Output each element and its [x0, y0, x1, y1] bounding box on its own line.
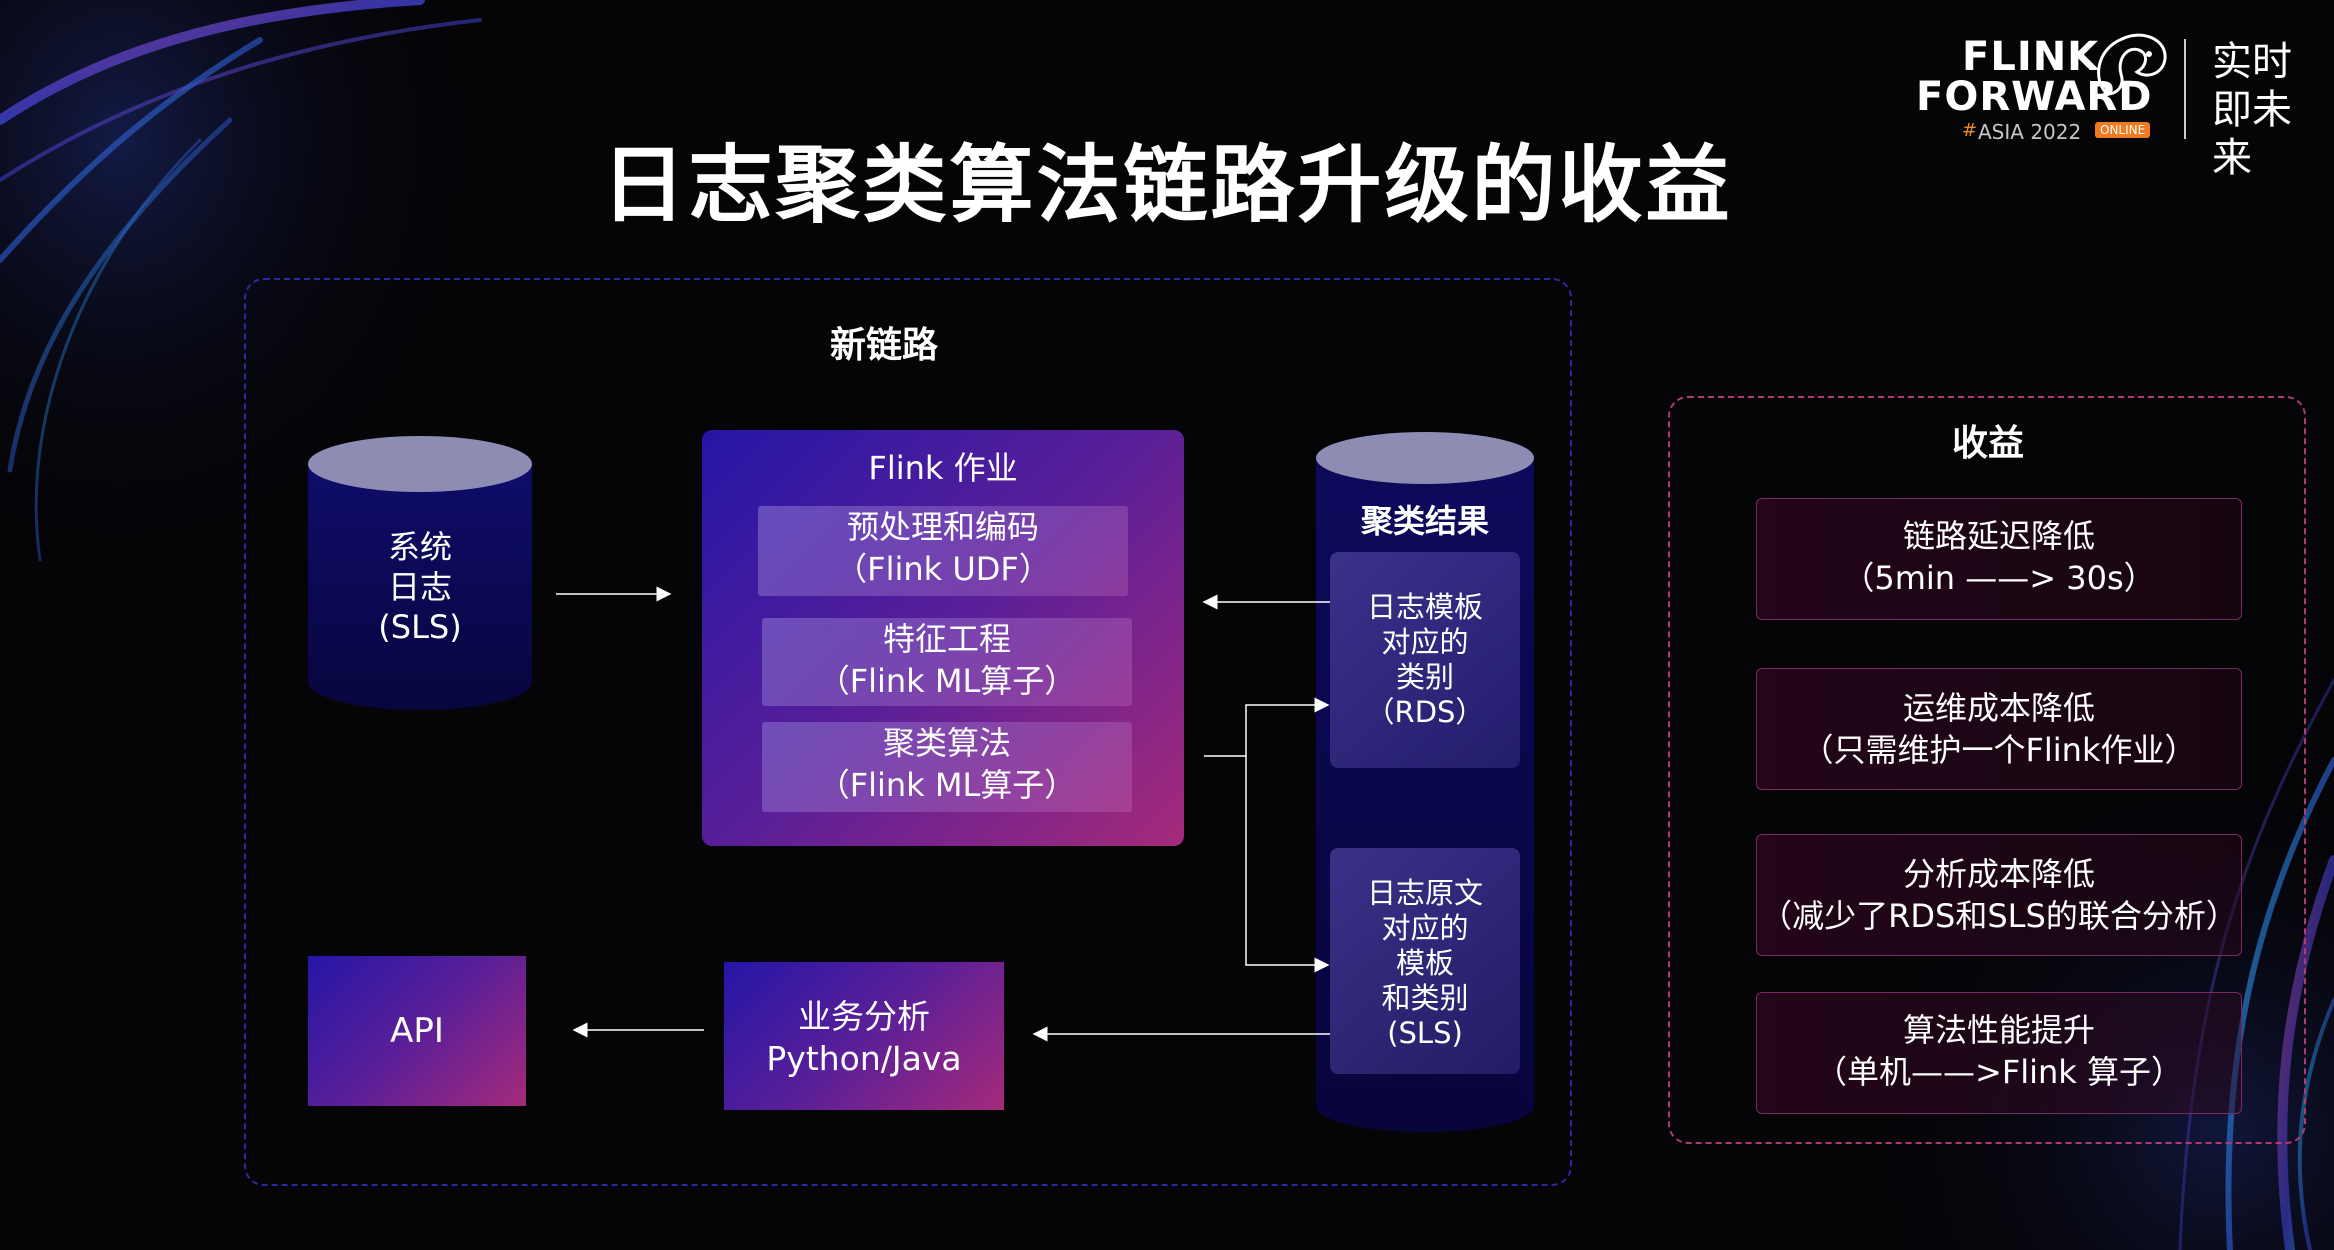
analysis-line1: 业务分析	[798, 997, 930, 1036]
step-sublabel: （Flink UDF）	[835, 550, 1051, 588]
rds-line1: 日志模板	[1366, 590, 1483, 624]
flink-step-cluster: 聚类算法 （Flink ML算子）	[762, 722, 1132, 812]
source-line3: (SLS)	[378, 608, 462, 646]
api-label: API	[390, 1011, 444, 1051]
sls-line5: (SLS)	[1387, 1016, 1463, 1050]
analysis-line2: Python/Java	[766, 1039, 962, 1078]
rds-line4: （RDS）	[1365, 695, 1485, 729]
page-title: 日志聚类算法链路升级的收益	[601, 136, 1733, 234]
business-analysis-box: 业务分析 Python/Java	[724, 962, 1004, 1110]
flink-step-preprocess: 预处理和编码 （Flink UDF）	[758, 506, 1128, 596]
logo-hash: #	[1962, 120, 1978, 141]
logo-line1: FLINK	[1962, 34, 2100, 80]
result-item-sls: 日志原文 对应的 模板 和类别 (SLS)	[1330, 848, 1520, 1074]
benefit-item-latency: 链路延迟降低 （5min ——> 30s）	[1756, 498, 2242, 620]
step-label: 特征工程	[882, 620, 1011, 658]
rds-line3: 类别	[1395, 660, 1454, 694]
sls-line4: 和类别	[1381, 981, 1469, 1015]
logo-badge: ONLINE	[2095, 122, 2151, 138]
sls-line2: 对应的	[1381, 911, 1469, 945]
benefits-heading: 收益	[1951, 423, 2024, 464]
benefit-detail: （单机——>Flink 算子）	[1815, 1053, 2183, 1091]
system-log-cylinder	[308, 436, 532, 710]
pipeline-heading: 新链路	[829, 325, 938, 366]
benefit-item-algorithm-perf: 算法性能提升 （单机——>Flink 算子）	[1756, 992, 2242, 1114]
sls-line3: 模板	[1395, 946, 1454, 980]
benefit-label: 分析成本降低	[1902, 855, 2095, 893]
flink-step-feature: 特征工程 （Flink ML算子）	[762, 618, 1132, 706]
benefit-detail: （减少了RDS和SLS的联合分析）	[1760, 897, 2238, 935]
flink-job-title: Flink 作业	[868, 449, 1018, 487]
result-item-rds: 日志模板 对应的 类别 （RDS）	[1330, 552, 1520, 768]
squirrel-icon	[2097, 33, 2167, 96]
benefits-panel	[1668, 396, 2306, 1144]
flink-forward-logo: FLINK FORWARD # ASIA 2022 ONLINE 实时即未来	[1912, 24, 2312, 181]
source-line1: 系统	[387, 528, 452, 566]
benefit-label: 运维成本降低	[1902, 689, 2095, 727]
result-store-title: 聚类结果	[1360, 502, 1489, 540]
sls-line1: 日志原文	[1366, 876, 1483, 910]
logo-divider	[2184, 39, 2186, 139]
benefit-detail: （只需维护一个Flink作业）	[1801, 731, 2197, 769]
step-label: 聚类算法	[882, 724, 1011, 762]
source-line2: 日志	[387, 568, 452, 606]
benefit-item-ops-cost: 运维成本降低 （只需维护一个Flink作业）	[1756, 668, 2242, 790]
new-pipeline-panel	[244, 278, 1572, 1186]
step-label: 预处理和编码	[846, 508, 1039, 546]
logo-slogan: 实时即未来	[2212, 39, 2292, 181]
api-box: API	[308, 956, 526, 1106]
step-sublabel: （Flink ML算子）	[817, 662, 1077, 700]
logo-line2: FORWARD	[1916, 74, 2153, 120]
rds-line2: 对应的	[1381, 625, 1469, 659]
benefit-detail: （5min ——> 30s）	[1842, 559, 2156, 597]
logo-event: ASIA 2022	[1978, 120, 2082, 144]
benefit-label: 算法性能提升	[1902, 1011, 2095, 1049]
step-sublabel: （Flink ML算子）	[817, 766, 1077, 804]
benefit-label: 链路延迟降低	[1902, 517, 2095, 555]
benefit-item-analysis-cost: 分析成本降低 （减少了RDS和SLS的联合分析）	[1756, 834, 2242, 956]
